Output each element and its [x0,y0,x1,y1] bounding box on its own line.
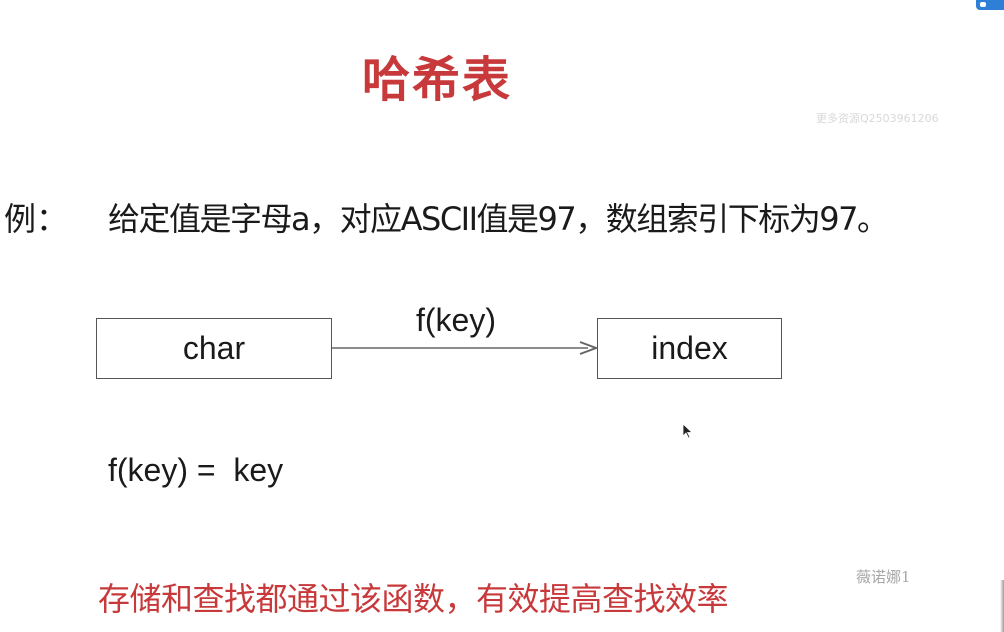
index-box: index [597,318,782,379]
mouse-cursor-icon [682,423,694,439]
char-box: char [96,318,332,379]
watermark-text: 更多资源Q2503961206 [816,112,939,125]
arrow-head [579,341,598,355]
hash-formula: f(key) = key [108,452,284,488]
author-signature: 薇诺娜1 [856,568,911,586]
example-label: 例： [4,200,69,238]
player-badge [976,0,1004,10]
conclusion-text: 存储和查找都通过该函数，有效提高查找效率 [98,580,729,618]
badge-dot [980,2,986,7]
arrow-right-icon [332,341,598,355]
index-box-label: index [651,330,728,366]
char-box-label: char [182,330,246,366]
example-text: 给定值是字母a，对应ASCII值是97，数组索引下标为97。 [108,200,889,238]
slide-title: 哈希表 [362,52,513,108]
edge-shadow [1000,580,1004,632]
arrow-label: f(key) [416,302,496,338]
